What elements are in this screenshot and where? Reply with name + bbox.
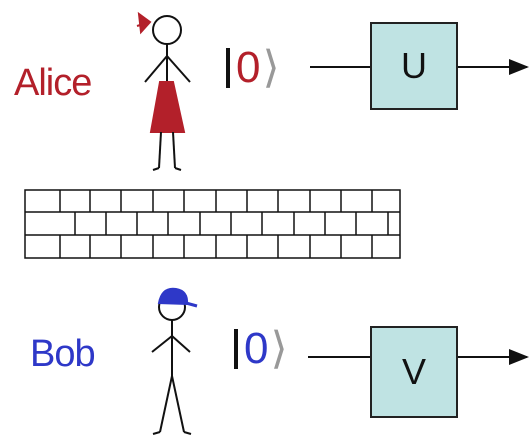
alice-ket: 0⟩ <box>226 46 280 90</box>
ket-bar <box>226 48 230 88</box>
ket-bar <box>234 329 238 369</box>
ket-angle: ⟩ <box>270 324 288 373</box>
alice-stick-figure-icon <box>136 11 191 171</box>
brick-wall-icon <box>24 189 401 259</box>
bob-ket: 0⟩ <box>234 327 288 371</box>
bob-name: Bob <box>30 333 96 375</box>
gate-u: U <box>370 22 458 110</box>
ket-angle: ⟩ <box>262 43 280 92</box>
bob-stick-figure-icon <box>151 287 198 435</box>
gate-v: V <box>370 326 458 418</box>
alice-name: Alice <box>14 62 92 104</box>
